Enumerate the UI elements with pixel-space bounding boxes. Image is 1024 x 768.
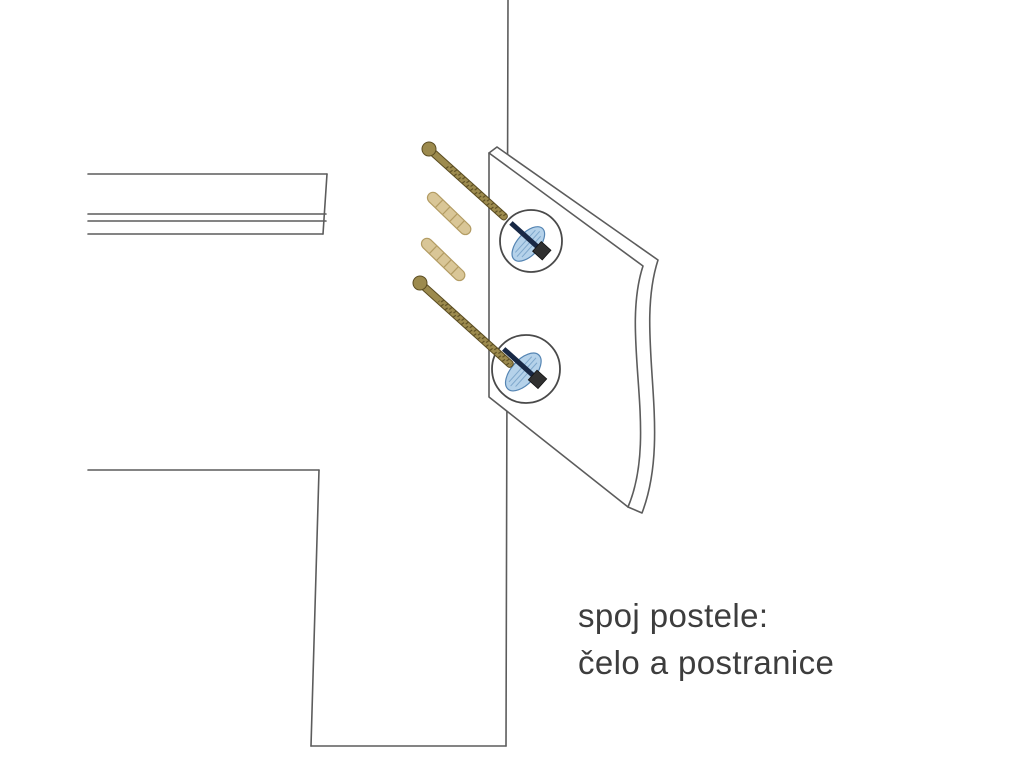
cam-rod-icon [502,347,535,377]
dowel-1 [426,191,472,236]
screw-head [412,275,428,291]
top-rail-end-edge [322,173,328,235]
cam-lock-top [499,209,563,273]
screw-threads [437,297,513,368]
caption: spoj postele: čelo a postranice [578,592,834,686]
dowel-ridges [435,199,465,229]
bottom-board [87,469,507,747]
dowel-body [420,237,466,282]
caption-line-2: čelo a postranice [578,644,835,681]
side-panel [488,146,659,514]
dowel-body [426,191,472,236]
cam-lock-bottom-bolt [502,347,548,390]
dowel-2 [420,237,466,282]
side-panel-silhouette [488,146,659,514]
screw-bottom [412,275,514,368]
screw-head [421,141,437,157]
cam-nut-icon [527,369,548,390]
cam-lock-top-bolt [509,221,552,261]
side-panel-front-edges [488,152,644,508]
dowel-ridges [429,245,459,275]
screw-top [421,141,508,221]
bottom-board-right-edge [310,469,320,747]
caption-line-1: spoj postele: [578,597,769,634]
cam-lock-bottom [491,334,561,404]
top-rail [87,173,328,235]
cam-nut-icon [532,240,552,261]
cam-rod-icon [509,221,540,249]
screw-threads [444,162,508,220]
